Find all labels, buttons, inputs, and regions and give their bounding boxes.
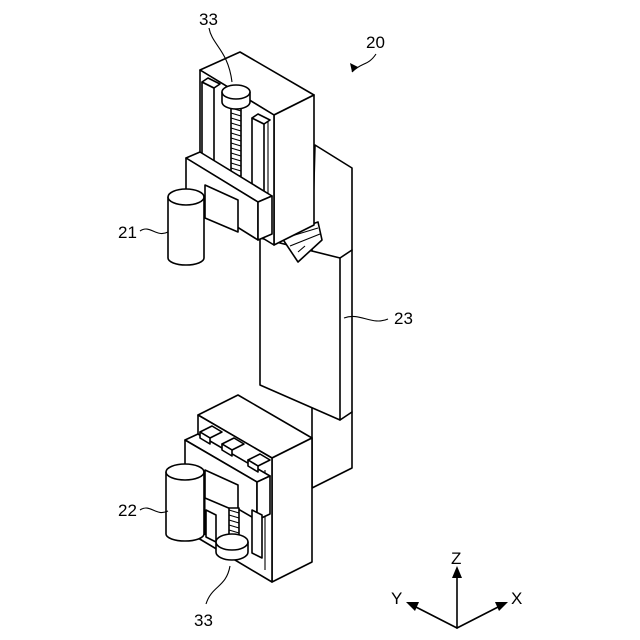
axis-triad: Z X Y xyxy=(391,549,522,628)
label-assembly: 20 xyxy=(366,33,385,52)
axis-label-y: Y xyxy=(391,589,402,608)
label-screw-bottom: 33 xyxy=(194,611,213,630)
lower-cylinder-22 xyxy=(166,464,204,541)
label-lower-unit: 22 xyxy=(118,501,137,520)
axis-label-z: Z xyxy=(451,549,461,568)
label-upper-unit: 21 xyxy=(118,223,137,242)
label-screw-top: 33 xyxy=(199,10,218,29)
upper-cylinder-21 xyxy=(168,189,204,265)
upper-screw-cap xyxy=(222,85,250,109)
axis-label-x: X xyxy=(511,589,522,608)
label-frame: 23 xyxy=(394,309,413,328)
lower-screw-cap xyxy=(216,534,248,560)
upper-lead-screw xyxy=(231,104,241,176)
